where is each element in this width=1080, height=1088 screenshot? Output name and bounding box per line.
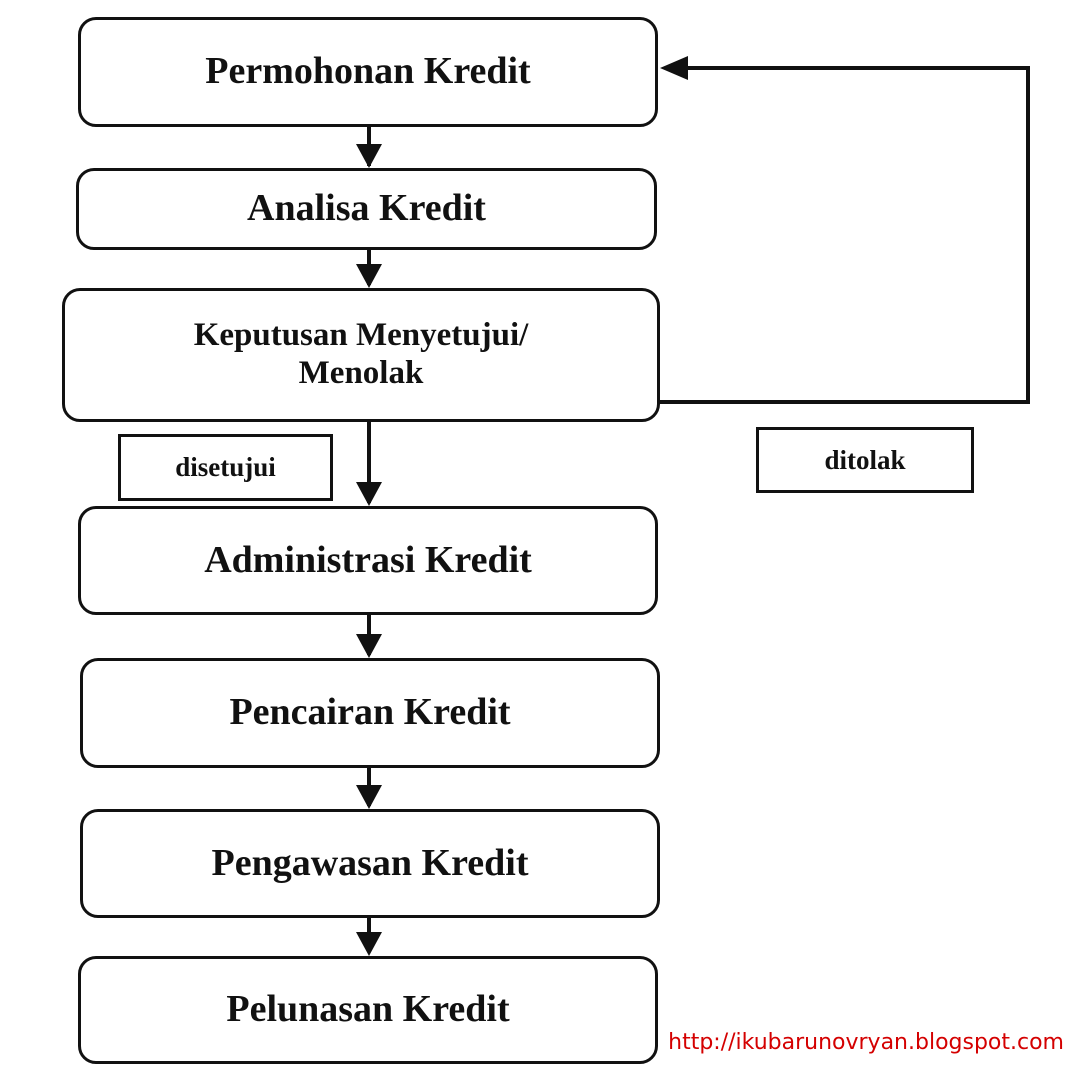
step-pengawasan-kredit: Pengawasan Kredit [80, 809, 660, 918]
approved-label: disetujui [118, 434, 333, 501]
step-label: Administrasi Kredit [204, 538, 532, 581]
step-administrasi-kredit: Administrasi Kredit [78, 506, 658, 615]
decision-label-line-2: Menolak [298, 355, 424, 391]
blog-url: http://ikubarunovryan.blogspot.com [668, 1030, 1064, 1055]
arrowhead-1 [356, 144, 382, 168]
step-keputusan: Keputusan Menyetujui/ Menolak [62, 288, 660, 422]
step-label: Permohonan Kredit [205, 50, 531, 93]
step-pencairan-kredit: Pencairan Kredit [80, 658, 660, 768]
rejection-arrowhead [660, 56, 688, 80]
arrowhead-4 [356, 634, 382, 658]
step-permohonan-kredit: Permohonan Kredit [78, 17, 658, 127]
arrowhead-3 [356, 482, 382, 506]
rejected-label-text: ditolak [824, 444, 906, 475]
rejected-label: ditolak [756, 427, 974, 493]
arrowhead-5 [356, 785, 382, 809]
arrowhead-6 [356, 932, 382, 956]
approved-label-text: disetujui [175, 452, 276, 482]
rejection-feedback-line [655, 66, 1030, 404]
arrowhead-2 [356, 264, 382, 288]
step-analisa-kredit: Analisa Kredit [76, 168, 657, 250]
step-label: Pencairan Kredit [229, 691, 511, 734]
step-label: Analisa Kredit [247, 187, 486, 230]
decision-label-line-1: Keputusan Menyetujui/ [193, 317, 529, 354]
step-pelunasan-kredit: Pelunasan Kredit [78, 956, 658, 1064]
step-label: Pengawasan Kredit [211, 841, 529, 884]
step-label: Pelunasan Kredit [226, 988, 510, 1031]
